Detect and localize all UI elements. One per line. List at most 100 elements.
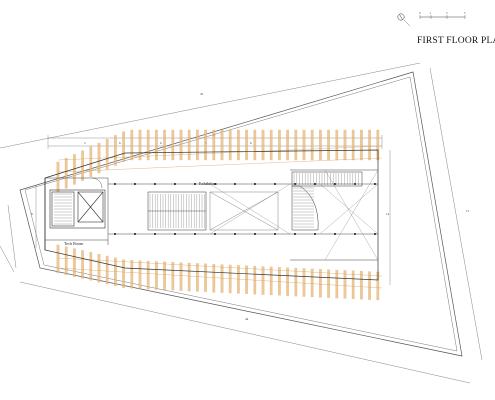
rafter-top [269,129,273,161]
rafter-bottom [73,248,76,277]
column-mark [294,233,296,235]
column-mark [334,233,336,235]
rafter-top [114,135,117,166]
plan-title: FIRST FLOOR PLA [417,36,495,46]
rafter-bottom [81,250,84,279]
rafter-top [245,129,248,161]
rafter-bottom [155,261,158,290]
column-mark [194,233,196,235]
scale-label-1: 1 [430,12,432,15]
rafter-top [105,139,109,170]
column-mark [154,233,156,235]
site-dimension-bottom: 44 [245,317,249,321]
rafter-top [204,129,207,161]
right-stair [291,171,363,231]
rafter-top [351,129,355,161]
rafter-bottom [327,269,330,298]
tech-room-label: Tech Room [64,241,84,246]
purlin [57,267,383,289]
building-outline [44,149,379,281]
segment-dimension-e: 6 [250,141,252,145]
rafter-bottom [302,268,306,297]
purlin [57,145,383,161]
column-mark [254,233,256,235]
purlin [57,157,383,173]
rafter-bottom [351,270,355,299]
column-mark [174,233,176,235]
segment-dimension-a: 5 [84,141,86,145]
column-mark [314,183,316,185]
rafter-bottom [105,255,109,285]
scale-label-0: 0 [419,12,421,15]
rafter-bottom [204,263,207,292]
rafter-bottom [335,269,339,299]
rafter-bottom [319,269,322,298]
column-mark [314,233,316,235]
rafter-top [302,129,306,161]
left-stair-treads [54,193,72,225]
rafter-top [360,129,363,161]
rafter-top [343,129,347,161]
rafter-bottom [196,263,199,292]
rafter-bottom [97,253,101,283]
building-dimension-left: 8 [31,212,33,216]
rafter-top [220,129,224,161]
column-mark [234,183,236,185]
column-mark [254,183,256,185]
rafter-top [261,129,265,161]
rafter-top [237,129,240,161]
rafter-bottom [343,270,347,299]
rafter-bottom [56,244,60,274]
column-mark [234,233,236,235]
rafter-bottom [360,271,363,300]
exhibition-label: Exhibition [199,181,218,186]
column-mark [334,183,336,185]
cross-bracing [209,169,379,261]
rafter-top [368,129,371,161]
rafter-top [294,129,298,161]
rafter-bottom [278,267,281,296]
rafter-top [278,129,281,161]
rafter-top [179,129,183,161]
rafter-bottom [179,262,183,291]
rafter-bottom [138,260,142,289]
building-dimension-right: 14 [386,212,390,216]
rafter-top [155,129,158,161]
rafter-bottom [130,260,134,289]
rafter-bottom [294,267,298,297]
rafter-top [146,129,150,161]
rafter-top [335,129,339,161]
column-mark [194,183,196,185]
left-stair-core [49,177,106,229]
column-mark [374,233,376,235]
rafter-top [253,129,257,161]
atrium-void [209,191,279,231]
scale-bar: 0 1 3 5 [419,12,466,19]
rafter-top [81,150,84,181]
rafter-top [327,129,330,161]
rafter-top [89,146,93,177]
column-mark [214,233,216,235]
scale-label-5: 5 [464,12,466,15]
rafter-top [163,129,166,161]
column-mark [114,183,116,185]
rafter-bottom [163,261,166,291]
column-mark [214,183,216,185]
column-mark [294,183,296,185]
rafter-bottom [187,262,191,292]
rafter-top [187,129,191,161]
site-boundary [19,71,463,357]
site-dimension-right: 15 [466,209,470,213]
site-dimension-lines [0,62,483,384]
column-mark [174,183,176,185]
column-mark [354,183,356,185]
central-stair [147,191,207,231]
rafter-top [319,129,322,161]
rafter-top [196,129,199,161]
column-mark [354,233,356,235]
inner-walls [45,169,378,261]
rafter-top [56,161,60,193]
rafter-bottom [89,252,93,281]
rafter-bottom [368,271,371,300]
rafter-bottom [220,264,224,293]
